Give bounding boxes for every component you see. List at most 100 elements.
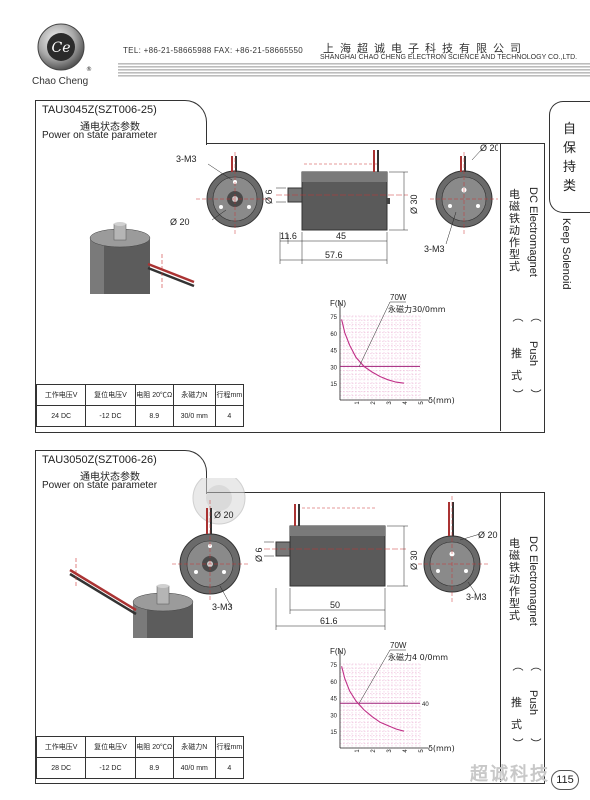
x-tick-label: 1: [355, 401, 361, 405]
spec-value: 4: [214, 405, 245, 427]
spec-header: 工作电压V: [35, 384, 87, 406]
front-view: [196, 152, 274, 234]
rear-dia-label: Ø 20: [480, 144, 498, 153]
holes-label-front: 3-M3: [176, 154, 197, 164]
action-type-column-2: DC Electromagnet 电磁铁动作型式 ︵ ︵ Push 推式 ︶ ︶: [500, 492, 544, 782]
paren-close: ︶: [511, 738, 523, 749]
spec-header: 永磁力N: [172, 384, 216, 406]
logo-icon: Ce: [37, 23, 85, 71]
shaft-dia-label: Ø 6: [254, 547, 264, 562]
solenoid-3d-image: [69, 558, 194, 638]
company-name-cn: 上海超诚电子科技有限公司: [323, 42, 527, 55]
company-name-en: SHANGHAI CHAO CHENG ELECTRON SCIENCE AND…: [320, 54, 578, 61]
title-cn: 通电状态参数: [80, 472, 140, 483]
series-label: 70W: [390, 641, 407, 650]
spec-header-row: 工作电压V 复位电压V 电阻 20℃Ω 永磁力N 行程mm: [35, 384, 245, 406]
x-tick-label: 4: [403, 401, 409, 405]
push-cn: 推式: [511, 696, 522, 731]
x-axis-label: δ(mm): [428, 744, 455, 753]
spec-header: 行程mm: [214, 384, 245, 406]
hold-force-tick: 40: [422, 702, 429, 708]
y-tick-label: 15: [330, 382, 337, 388]
footer-watermark: 超诚科技: [470, 764, 550, 785]
paren-close: ︶: [529, 738, 541, 749]
paren-open: ︵: [511, 311, 523, 322]
side-view: [264, 504, 408, 630]
spec-header: 电阻 20℃Ω: [134, 736, 174, 758]
product-tab-1: TAU3045Z(SZT006-25) 通电状态参数 Power on stat…: [35, 100, 207, 145]
total-len-label: 57.6: [325, 250, 343, 260]
technical-drawing-1: 3-M3 Ø 20 Ø 6 Ø 30 11.6 45 57.6: [89, 144, 498, 294]
rear-dia-label: Ø 20: [478, 530, 498, 540]
y-tick-label: 75: [330, 663, 337, 669]
action-type-column-1: DC Electromagnet 电磁铁动作型式 ︵ ︵ Push 推式 ︶ ︶: [500, 143, 544, 431]
body-len-label: 45: [336, 231, 346, 241]
shaft-len-label: 11.6: [280, 231, 297, 241]
paren-open: ︵: [529, 311, 541, 322]
brand-name: Chao Cheng: [32, 76, 89, 87]
y-tick-label: 75: [330, 315, 337, 321]
spec-header: 行程mm: [214, 736, 245, 758]
y-axis-label: F(N): [330, 647, 346, 656]
spec-value: -12 DC: [85, 405, 136, 427]
technical-drawing-2: Ø 20 3-M3 Ø 6 Ø 30 50 61.6: [69, 478, 498, 638]
header-stripes: [118, 62, 590, 78]
dc-electromagnet-cn: 电磁铁动作型式: [509, 188, 520, 273]
category-cn: 自保持类: [563, 122, 577, 194]
body-dia-label: Ø 30: [409, 194, 419, 214]
spec-value: 40/0 mm: [172, 757, 216, 779]
page-number: 115: [551, 770, 579, 790]
y-tick-label: 30: [330, 365, 337, 371]
y-tick-label: 45: [330, 349, 337, 355]
x-tick-label: 5: [419, 749, 425, 753]
rear-holes-label: 3-M3: [424, 244, 445, 254]
hold-force-label: 永磁力30/0mm: [388, 304, 446, 314]
flange-dia-label: Ø 20: [214, 510, 234, 520]
body-len-label: 50: [330, 600, 340, 610]
model-code: TAU3050Z(SZT006-26): [42, 454, 157, 466]
flange-dia-label: Ø 20: [170, 217, 190, 227]
total-len-label: 61.6: [320, 616, 338, 626]
series-label: 70W: [390, 293, 407, 302]
y-tick-label: 45: [330, 697, 337, 703]
front-view: [172, 500, 248, 609]
rear-holes-label: 3-M3: [466, 592, 487, 602]
dc-electromagnet-en: DC Electromagnet: [527, 536, 539, 626]
spec-value: 4: [214, 757, 245, 779]
x-tick-label: 5: [419, 401, 425, 405]
title-cn: 通电状态参数: [80, 122, 140, 133]
force-curve: [341, 666, 405, 732]
spec-header: 永磁力N: [172, 736, 216, 758]
y-tick-label: 30: [330, 713, 337, 719]
spec-value: 8.9: [134, 405, 174, 427]
spec-table-1: 工作电压V 复位电压V 电阻 20℃Ω 永磁力N 行程mm 24 DC -12 …: [35, 384, 245, 427]
force-curve: [341, 319, 405, 384]
category-tab: 自保持类: [549, 101, 590, 213]
spec-value: 24 DC: [35, 405, 87, 427]
x-tick-label: 3: [387, 749, 393, 753]
y-tick-label: 60: [330, 332, 337, 338]
paren-open: ︵: [511, 660, 523, 671]
dc-electromagnet-cn: 电磁铁动作型式: [509, 537, 520, 622]
push-cn: 推式: [511, 347, 522, 382]
rear-view: [418, 496, 488, 602]
paren-close: ︶: [529, 389, 541, 400]
dc-electromagnet-en: DC Electromagnet: [527, 187, 539, 277]
rear-view: [430, 148, 498, 245]
y-axis-label: F(N): [330, 299, 346, 308]
shaft-dia-label: Ø 6: [264, 189, 274, 204]
spec-header: 复位电压V: [85, 736, 136, 758]
push-en: Push: [527, 690, 539, 716]
title-en: Power on state parameter: [42, 480, 158, 491]
spec-value: 28 DC: [35, 757, 87, 779]
spec-table-2: 工作电压V 复位电压V 电阻 20℃Ω 永磁力N 行程mm 28 DC -12 …: [35, 736, 245, 779]
hold-force-label: 永磁力4 0/0mm: [388, 652, 448, 662]
x-tick-label: 4: [403, 749, 409, 753]
registered-mark: ®: [86, 66, 92, 73]
product-tab-2: TAU3050Z(SZT006-26) 通电状态参数 Power on stat…: [35, 450, 207, 494]
callout-leader: [358, 301, 391, 367]
spec-header: 工作电压V: [35, 736, 87, 758]
x-tick-label: 2: [371, 749, 377, 753]
